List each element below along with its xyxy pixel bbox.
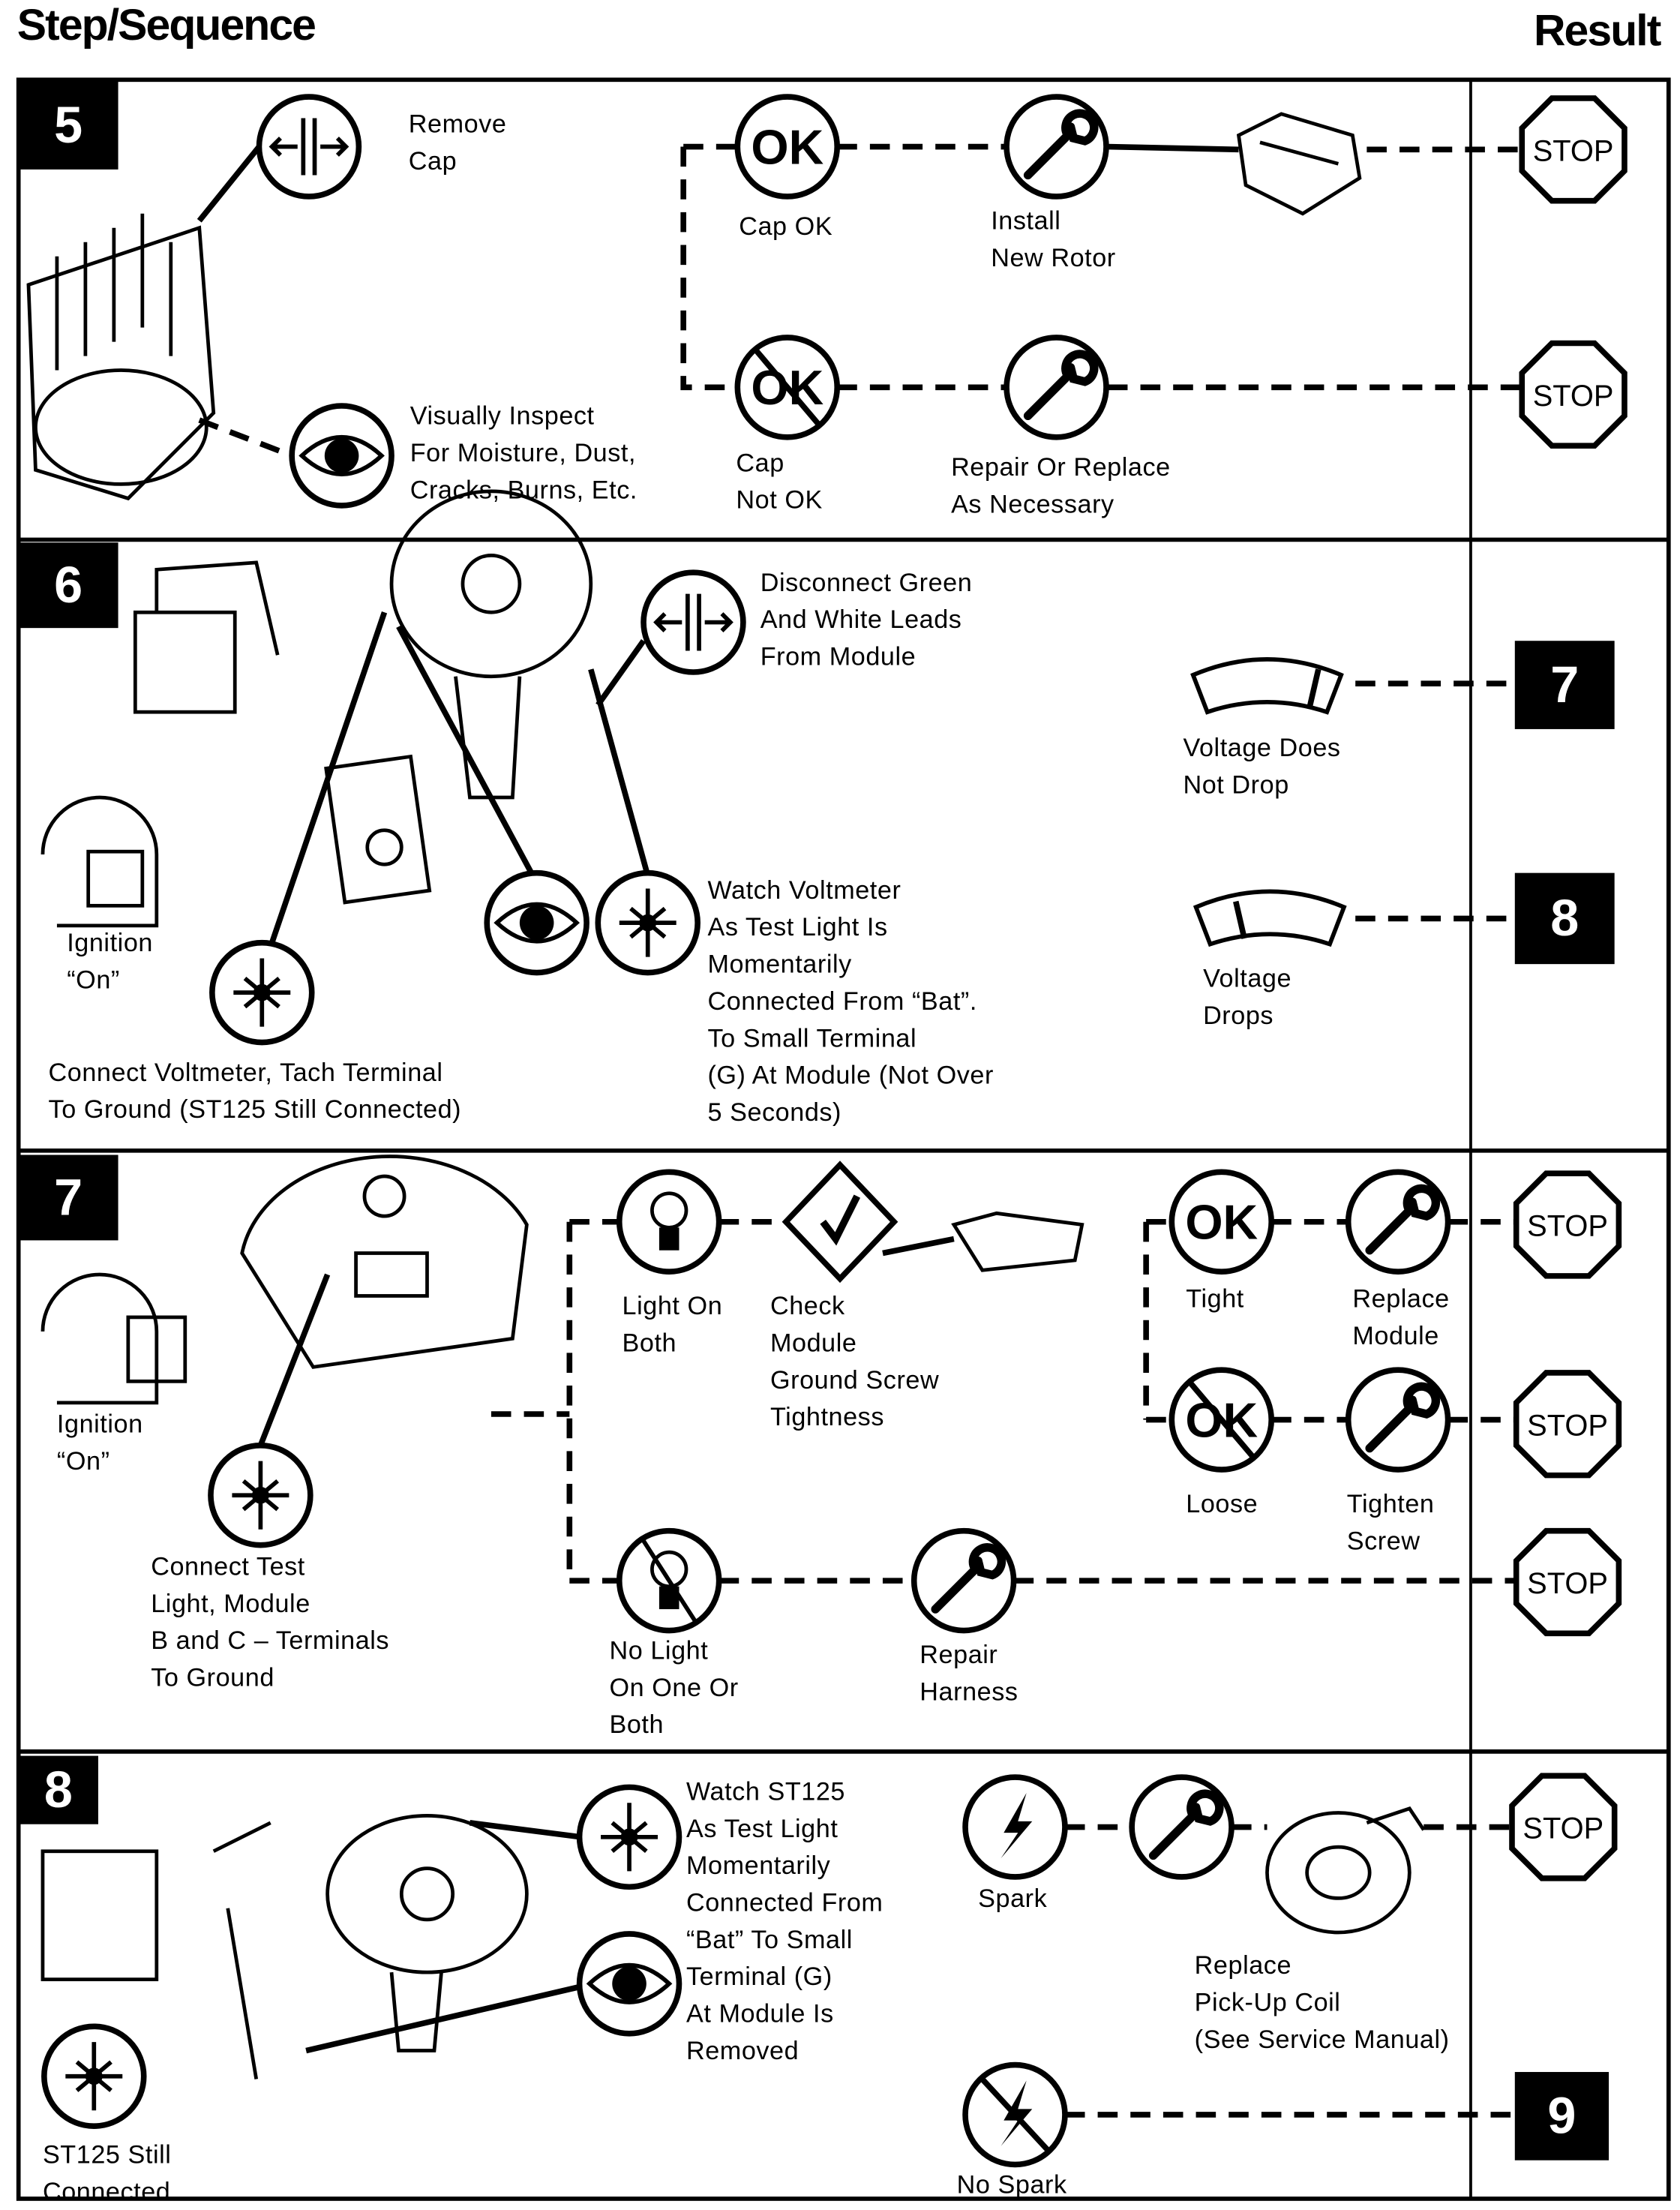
spark-icon [962,1774,1068,1880]
eye-icon [576,1931,682,2037]
connect-test-light-label: Connect Test Light, Module B and C – Ter… [151,1552,390,1692]
step-number-6: 6 [18,542,118,629]
flow-lines [198,143,1521,2118]
replace-pickup-coil-label: Replace Pick-Up Coil (See Service Manual… [1194,1950,1450,2054]
test-light-icon [41,2023,147,2129]
test-light-icon [595,869,700,976]
voltage-drops-label: Voltage Drops [1203,964,1292,1030]
leader-lines [196,143,1239,2054]
tight-label: Tight [1186,1284,1244,1314]
disconnect-icon [256,94,362,200]
not-ok-icon: OK [734,335,840,440]
svg-text:STOP: STOP [1527,1567,1608,1600]
check-module-label: Check Module Ground Screw Tightness [770,1291,940,1431]
no-light-label: No Light On One Or Both [609,1636,739,1739]
test-light-icon [209,939,315,1046]
stop-sign-icon[interactable]: STOP [1519,340,1628,449]
cap-not-ok-label: Cap Not OK [736,448,823,515]
distributor-cap-illustration [26,213,216,501]
step-number-5: 5 [18,81,118,170]
no-spark-icon [962,2061,1068,2168]
voltage-no-drop-label: Voltage Does Not Drop [1183,733,1341,799]
not-ok-icon: OK [1168,1367,1274,1473]
replace-module-label: Replace Module [1352,1284,1450,1350]
test-light-icon [208,1442,314,1548]
module-distributor-illustration [240,1155,529,1369]
watch-st125-label: Watch ST125 As Test Light Momentarily Co… [686,1777,884,2065]
svg-text:STOP: STOP [1522,1812,1604,1845]
tach-illustration-6 [40,795,159,928]
step-number-7: 7 [18,1155,118,1241]
voltmeter-illustration [324,754,432,905]
distributor-illustration-8 [326,1813,529,2052]
repair-harness-label: Repair Harness [920,1640,1018,1707]
eye-icon [484,869,590,976]
distributor-illustration [389,489,593,800]
svg-text:STOP: STOP [1527,1210,1608,1243]
stop-sign-icon[interactable]: STOP [1513,1370,1622,1479]
outer-frame [16,77,1671,2201]
svg-text:STOP: STOP [1527,1409,1608,1442]
voltmeter-gauge-icon [1192,889,1347,947]
step-sequence-heading: Step/Sequence [16,0,316,50]
light-on-both-label: Light On Both [622,1291,723,1358]
test-light-icon [576,1784,682,1890]
goto-step-7[interactable]: 7 [1514,641,1615,729]
coil-illustration-8 [40,1821,272,2079]
svg-text:STOP: STOP [1533,380,1614,413]
svg-text:STOP: STOP [1533,135,1614,168]
ignition-on-label: Ignition “On” [67,928,153,995]
result-heading: Result [1533,5,1661,56]
svg-text:OK: OK [751,120,824,174]
ok-icon: OK [734,94,840,200]
tach-illustration-7 [40,1272,188,1405]
coil-illustration [133,560,280,714]
wrench-icon [910,1527,1017,1634]
check-diamond-icon [782,1161,898,1284]
stop-sign-icon[interactable]: STOP [1519,95,1628,204]
repair-replace-label: Repair Or Replace As Necessary [951,452,1171,518]
wrench-icon [1004,94,1109,200]
no-bulb-icon [616,1527,722,1634]
no-spark-label: No Spark [956,2170,1067,2199]
spark-label: Spark [978,1884,1048,1913]
stop-sign-icon[interactable]: STOP [1513,1527,1622,1637]
svg-text:OK: OK [1185,1196,1258,1250]
illustrations [26,112,1426,2079]
cap-ok-label: Cap OK [739,212,833,241]
ignition-on-label: Ignition “On” [56,1410,143,1476]
connect-voltmeter-label: Connect Voltmeter, Tach Terminal To Grou… [48,1058,462,1124]
voltmeter-gauge-icon [1190,657,1344,715]
stop-sign-icon[interactable]: STOP [1513,1170,1622,1279]
visually-inspect-label: Visually Inspect For Moisture, Dust, Cra… [410,401,638,504]
step-number-8: 8 [18,1755,98,1824]
stop-sign-icon[interactable]: STOP [1509,1773,1618,1881]
tighten-screw-label: Tighten Screw [1346,1489,1435,1555]
goto-step-8[interactable]: 8 [1514,872,1615,965]
wrench-icon [1129,1774,1234,1880]
disconnect-icon [640,569,746,675]
disconnect-leads-label: Disconnect Green And White Leads From Mo… [760,568,973,671]
loose-label: Loose [1186,1489,1258,1518]
wrench-icon [1004,335,1109,440]
watch-voltmeter-label: Watch Voltmeter As Test Light Is Momenta… [707,875,994,1127]
ok-icon: OK [1168,1169,1274,1275]
wrench-icon [1345,1169,1451,1275]
eye-icon [289,403,394,509]
remove-cap-label: Remove Cap [408,110,507,176]
wrench-icon [1345,1367,1451,1473]
goto-step-9[interactable]: 9 [1514,2072,1610,2160]
install-rotor-label: Install New Rotor [991,206,1116,272]
st125-connected-label: ST125 Still Connected [42,2140,172,2206]
module-illustration [951,1211,1084,1272]
bulb-icon [616,1169,722,1275]
rotor-illustration [1236,112,1362,216]
pickup-coil-illustration [1265,1806,1426,1935]
